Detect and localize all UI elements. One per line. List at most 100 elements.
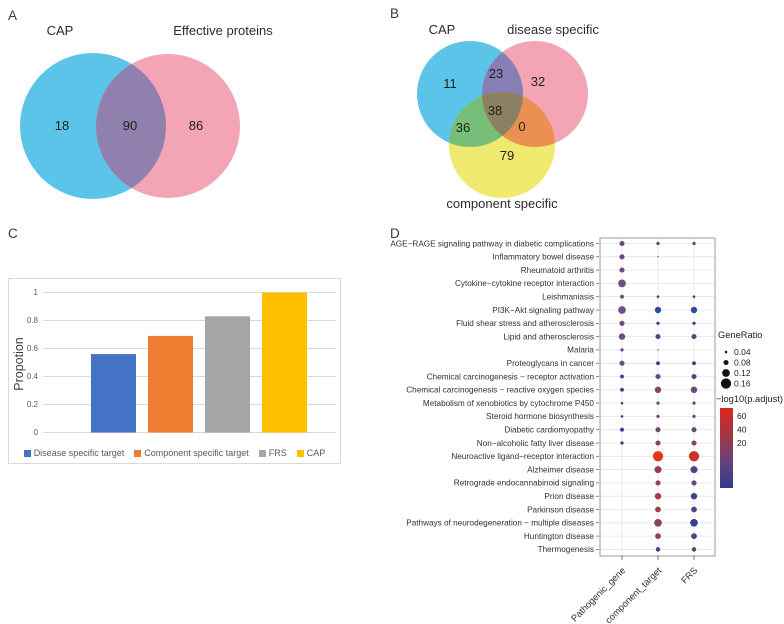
dot-plot-point [620,387,624,392]
bar-legend-label: CAP [306,448,326,458]
dot-plot-point [620,348,624,352]
dot-plot-point [691,440,697,446]
dot-plot-point [654,493,662,500]
dot-plot-point [688,451,700,462]
pathway-label: Chemical carcinogenesis − reactive oxyge… [406,386,594,395]
venn-a-value-effective-only: 86 [189,118,203,133]
dot-plot-point [692,414,696,418]
dot-plot-point [690,306,698,314]
generatio-legend-dot [724,350,728,354]
pathway-label: Pathways of neurodegeneration − multiple… [406,519,594,528]
bar-legend-swatch [134,449,142,457]
bar-legend-swatch [23,449,31,457]
dot-plot-point [654,386,662,393]
generatio-legend-dot [723,359,729,366]
pathway-label: Fluid shear stress and atherosclerosis [456,319,594,328]
dot-plot-point [619,240,625,247]
generatio-legend-value: 0.12 [734,368,751,378]
venn-b-value-cap-disease: 23 [489,66,503,81]
pathway-label: Cytokine−cytokine receptor interaction [455,279,594,288]
dot-plot-point [652,451,664,462]
dot-plot-point [619,254,625,260]
venn-b-value-cap-component: 36 [456,120,470,135]
bar-chart-svg: Propotion 00.20.40.60.81 [12,288,336,437]
bar-legend-swatch [296,449,304,457]
bar-legend-label: Disease specific target [33,448,125,458]
dot-plot-point [691,480,697,486]
dot-plot-point [655,533,661,539]
pathway-label: Neuroactive ligand−receptor interaction [451,452,594,461]
pvalue-colorbar [720,408,733,488]
pathway-label: Prion disease [544,492,594,501]
bar-3 [262,292,307,433]
pathway-label: Chemical carcinogenesis − receptor activ… [427,372,595,381]
dot-plot-point [619,267,625,273]
pvalue-colorbar-tick: 20 [737,438,747,448]
dot-plot-point [690,493,698,500]
dot-plot-point [691,506,697,513]
pathway-label: Steroid hormone biosynthesis [486,412,594,421]
bar-legend-swatch [258,449,266,457]
pathway-label: Rheumatoid arthritis [521,266,594,275]
venn-b: CAP disease specific component specific … [417,22,599,211]
dot-plot-point [619,360,625,366]
dot-plot-point [656,241,660,246]
pathway-label: PI3K−Akt signaling pathway [492,306,595,315]
bar-legend-item: Component specific target [134,448,249,458]
bar-legend-label: Component specific target [144,448,249,458]
dot-plot-point [690,518,698,527]
pathway-label: Thermogenesis [538,545,594,554]
bar-1 [148,335,193,433]
venn-b-value-cap-only: 11 [443,76,457,91]
bar-chart-y-tick-label: 0.8 [27,316,39,325]
venn-b-set-label-disease: disease specific [507,22,599,37]
dot-plot-point [656,361,660,366]
dot-plot-point [691,427,697,433]
panel-d-label: D [390,226,400,241]
bar-legend-item: CAP [296,448,326,458]
pathway-label: Inflammatory bowel disease [493,253,595,262]
bar-chart-y-tick-label: 0.6 [27,344,39,353]
dot-plot-point [620,427,624,432]
generatio-legend-value: 0.08 [734,358,751,368]
pathway-label: Metabolism of xenobiotics by cytochrome … [423,399,595,408]
venn-a-value-intersection: 90 [123,118,137,133]
pathway-label: Proteoglycans in cancer [507,359,595,368]
dot-plot-point [692,295,696,298]
bar-chart-y-tick-label: 0.2 [27,400,39,409]
dot-plot-point [655,480,661,486]
pathway-label: Malaria [567,346,594,355]
dot-plot-point [619,320,625,326]
bar-0 [91,354,136,433]
bar-chart-y-tick-label: 0.4 [27,372,39,381]
generatio-legend-value: 0.16 [734,379,751,389]
dot-plot-point [655,373,661,380]
dot-plot-point [656,295,660,298]
dot-plot-point [655,440,661,446]
dot-plot-point [618,306,626,314]
pathway-label: Diabetic cardiomyopathy [504,426,595,435]
venn-b-set-label-component: component specific [446,196,558,211]
bar-chart-y-tick-label: 0 [34,428,39,437]
dot-plot-point [655,547,661,552]
generatio-legend-dot [722,369,730,377]
pvalue-colorbar-tick: 60 [737,411,747,421]
pvalue-colorbar-tick: 40 [737,425,747,435]
dot-plot-point [690,466,698,474]
venn-a-value-cap-only: 18 [55,118,69,133]
dot-plot-point [657,256,659,258]
dot-plot-point [618,333,626,340]
dot-plot-point [620,374,624,379]
panel-c-label: C [8,226,18,241]
generatio-legend-title: GeneRatio [718,330,762,340]
bar-chart-y-tick-label: 1 [34,288,39,297]
pathway-label: Huntington disease [524,532,595,541]
dot-plot-point [655,334,661,340]
dot-plot-x-axis-label: FRS [679,565,699,585]
dot-plot-point [692,321,696,325]
dot-plot-point [656,401,660,405]
generatio-legend-dot [720,378,732,389]
dot-plot-point [620,415,624,418]
